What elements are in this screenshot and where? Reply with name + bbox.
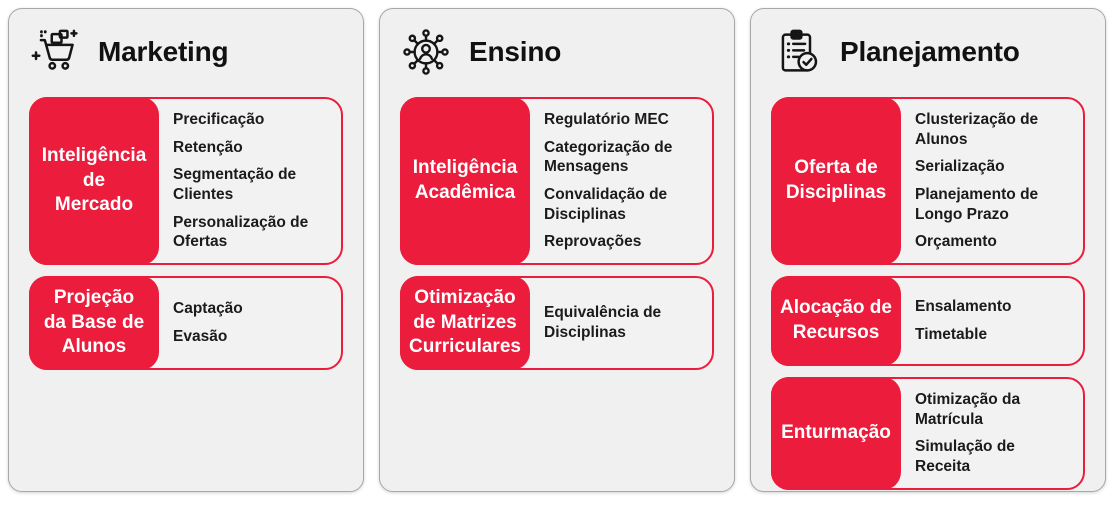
service-item: Clusterização de Alunos [915,111,1039,148]
service-item: Planejamento de Longo Prazo [915,186,1039,223]
service-item: Segmentação de Clientes [173,166,297,204]
clipboard-check-icon [771,26,823,78]
service-item: Convalidação de Disciplinas [544,186,668,223]
card-items-list: Captação Evasão [157,278,341,368]
service-item: Personalização de Ofertas [173,213,309,251]
service-item: Otimização da Matrícula [915,391,1021,428]
panel-planejamento-header: Planejamento [771,23,1085,81]
card-category-label: Enturmação [771,377,901,490]
panel-ensino-cards: Inteligência Acadêmica Regulatório MEC C… [400,97,714,371]
card-category-label: Projeção da Base de Alunos [29,276,159,371]
card-projecao-da-base-de-alunos: Projeção da Base de Alunos Captação Evas… [29,276,343,371]
card-items-list: Otimização da Matrícula Simulação de Rec… [899,379,1083,488]
card-category-label: Alocação de Recursos [771,276,901,367]
card-inteligencia-de-mercado: Inteligência de Mercado Precificação Ret… [29,97,343,266]
card-enturmacao: Enturmação Otimização da Matrícula Simul… [771,377,1085,490]
card-items-list: Regulatório MEC Categorização de Mensage… [528,99,712,263]
service-item: Simulação de Receita [915,438,1015,476]
card-oferta-de-disciplinas: Oferta de Disciplinas Clusterização de A… [771,97,1085,266]
service-item: Serialização [915,158,1005,176]
service-item: Precificação [173,111,265,128]
panel-planejamento: Planejamento Oferta de Disciplinas Clust… [750,8,1106,492]
service-item: Timetable [915,326,988,344]
service-item: Equivalência de Disciplinas [544,304,662,342]
card-category-label: Oferta de Disciplinas [771,97,901,266]
card-category-label: Inteligência de Mercado [29,97,159,266]
panel-marketing-cards: Inteligência de Mercado Precificação Ret… [29,97,343,371]
service-item: Ensalamento [915,298,1012,316]
panel-title: Ensino [469,35,562,67]
panel-ensino-header: Ensino [400,23,714,81]
card-items-list: Clusterização de Alunos Serialização Pla… [899,99,1083,263]
card-items-list: Equivalência de Disciplinas [528,278,712,368]
card-alocacao-de-recursos: Alocação de Recursos Ensalamento Timetab… [771,276,1085,367]
panel-title: Marketing [98,35,229,67]
service-item: Retenção [173,138,243,156]
panel-marketing-header: Marketing [29,23,343,81]
panel-planejamento-cards: Oferta de Disciplinas Clusterização de A… [771,97,1085,490]
card-items-list: Precificação Retenção Segmentação de Cli… [157,99,341,263]
service-item: Reprovações [544,233,642,251]
panel-ensino: Ensino Inteligência Acadêmica Regulatóri… [379,8,735,492]
service-item: Categorização de Mensagens [544,138,673,176]
service-item: Orçamento [915,233,997,251]
panel-title: Planejamento [840,35,1020,67]
card-category-label: Otimização de Matrizes Curriculares [400,276,530,371]
card-otimizacao-de-matrizes-curriculares: Otimização de Matrizes Curriculares Equi… [400,276,714,371]
panel-marketing: Marketing Inteligência de Mercado Precif… [8,8,364,492]
card-inteligencia-academica: Inteligência Acadêmica Regulatório MEC C… [400,97,714,266]
card-items-list: Ensalamento Timetable [899,278,1083,364]
people-network-icon [400,26,452,78]
service-item: Captação [173,300,243,318]
service-item: Regulatório MEC [544,111,669,128]
shopping-cart-icon [29,26,81,78]
service-item: Evasão [173,328,228,346]
card-category-label: Inteligência Acadêmica [400,97,530,266]
